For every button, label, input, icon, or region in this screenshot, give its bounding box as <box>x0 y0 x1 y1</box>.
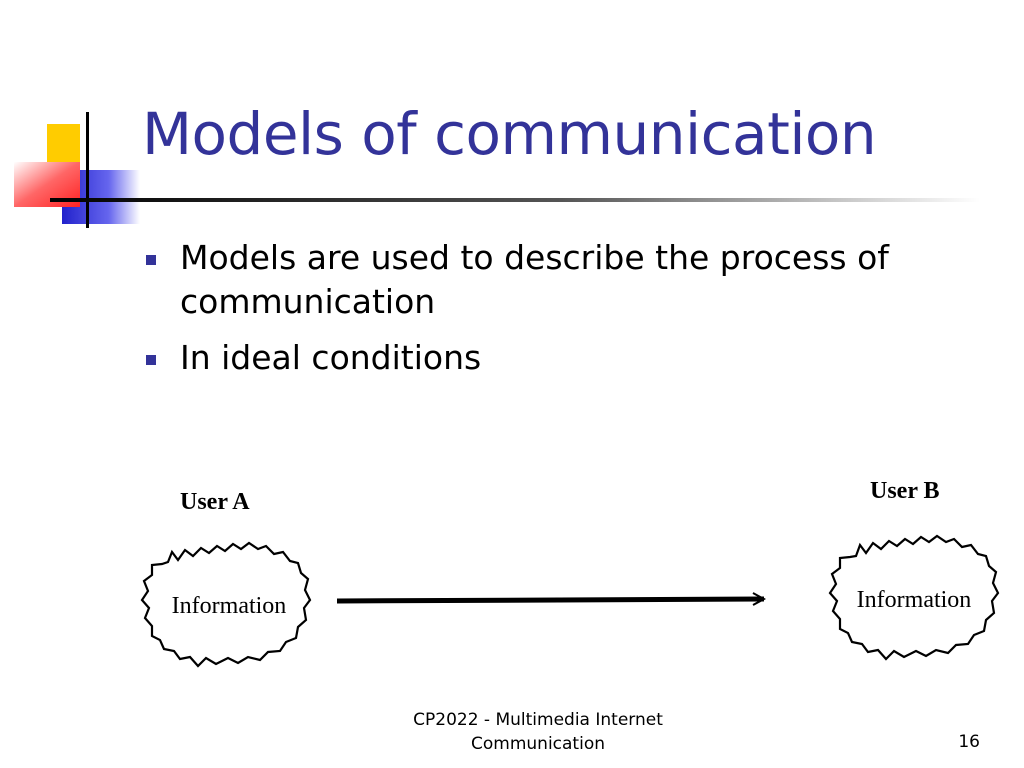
information-text-b: Information <box>857 587 972 613</box>
deco-vertical-line <box>86 112 89 228</box>
bullet-square-icon <box>146 255 156 265</box>
footer-course-line1: CP2022 - Multimedia Internet <box>413 710 663 730</box>
information-cloud-a <box>140 541 312 668</box>
page-number: 16 <box>958 732 980 752</box>
bullet-item: In ideal conditions <box>142 336 982 380</box>
bullet-item: Models are used to describe the process … <box>142 236 982 324</box>
title-underline <box>50 198 980 202</box>
information-text-a: Information <box>172 593 287 619</box>
bullet-text: In ideal conditions <box>180 338 482 377</box>
bullet-square-icon <box>146 355 156 365</box>
slide-title: Models of communication <box>142 100 877 168</box>
title-decoration <box>14 112 980 228</box>
user-b-label: User B <box>870 478 940 504</box>
footer-course-line2: Communication <box>471 734 605 754</box>
bullet-text: Models are used to describe the process … <box>180 238 889 321</box>
user-a-label: User A <box>180 489 250 515</box>
footer-course: CP2022 - Multimedia Internet Communicati… <box>388 708 688 756</box>
communication-diagram: User A User B Information Information <box>140 478 1000 668</box>
information-cloud-b <box>828 534 1000 661</box>
bullet-list: Models are used to describe the process … <box>142 236 982 392</box>
transmission-arrow <box>336 599 764 601</box>
